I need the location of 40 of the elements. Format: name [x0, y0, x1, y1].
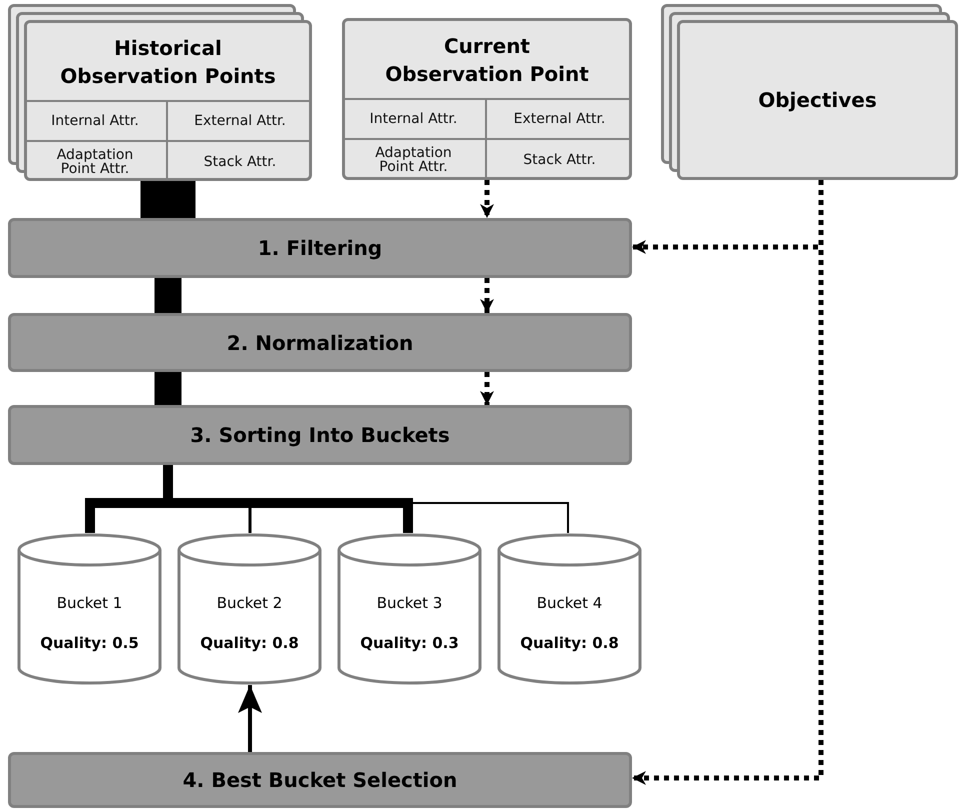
- attribute-label: External Attr.: [514, 112, 606, 126]
- attribute-label: External Attr.: [194, 114, 286, 128]
- table-card: [24, 20, 312, 181]
- quality-value: Quality: 0.8: [520, 633, 619, 653]
- bucket-name: Bucket 1: [56, 593, 122, 613]
- attribute-label: Stack Attr.: [204, 154, 276, 168]
- card-heading: Current Observation Point: [384, 32, 590, 88]
- quality-value: Quality: 0.3: [360, 633, 459, 653]
- process-box: [8, 405, 632, 465]
- quality-value: Quality: 0.8: [200, 633, 299, 653]
- process-box: [8, 313, 632, 372]
- table-card: [342, 18, 632, 180]
- card-box: [677, 20, 958, 180]
- bucket-name: Bucket 3: [376, 593, 442, 613]
- card-heading: Historical Observation Points: [59, 34, 277, 90]
- attribute-label: Internal Attr.: [51, 114, 139, 128]
- table-cell: [342, 98, 487, 138]
- table-cell: [24, 140, 168, 181]
- process-box: [8, 218, 632, 278]
- connector-line: [154, 278, 182, 313]
- attribute-label: Adaptation Point Attr.: [374, 146, 453, 174]
- process-label: 4. Best Bucket Selection: [182, 767, 458, 794]
- process-label: 2. Normalization: [226, 330, 414, 356]
- table-cell: [342, 138, 487, 180]
- connector-line: [154, 372, 182, 405]
- attribute-label: Internal Attr.: [370, 112, 458, 126]
- arrow: [480, 278, 494, 313]
- card-heading: Objectives: [758, 87, 877, 114]
- attribute-label: Adaptation Point Attr.: [56, 148, 134, 176]
- bucket-name: Bucket 4: [536, 593, 602, 613]
- arrow: [480, 180, 494, 218]
- process-label: 3. Sorting Into Buckets: [190, 422, 450, 449]
- table-cell: [24, 100, 168, 140]
- attribute-label: Stack Attr.: [523, 153, 596, 167]
- process-box: [8, 752, 632, 808]
- quality-value: Quality: 0.5: [40, 633, 139, 653]
- process-label: 1. Filtering: [258, 235, 382, 262]
- arrow: [238, 685, 262, 752]
- arrow: [480, 372, 494, 405]
- bucket-name: Bucket 2: [216, 593, 282, 613]
